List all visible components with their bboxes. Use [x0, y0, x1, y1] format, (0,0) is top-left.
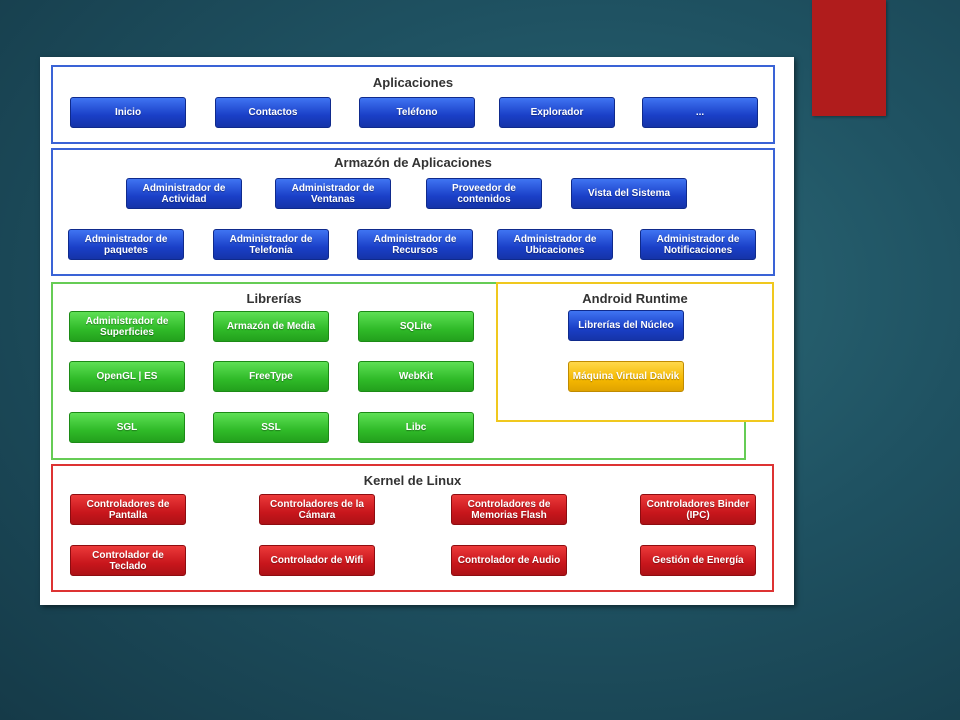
component-controladores-pantalla: Controladores de Pantalla: [70, 494, 186, 525]
component-contactos: Contactos: [215, 97, 331, 128]
component-maquina-virtual-dalvik: Máquina Virtual Dalvik: [568, 361, 684, 392]
component-more: ...: [642, 97, 758, 128]
layer-title-runtime: Android Runtime: [582, 291, 688, 306]
component-administrador-superficies: Administrador de Superficies: [69, 311, 185, 342]
layer-title-kernel: Kernel de Linux: [363, 473, 462, 488]
component-ssl: SSL: [213, 412, 329, 443]
component-inicio: Inicio: [70, 97, 186, 128]
component-opengl-es: OpenGL | ES: [69, 361, 185, 392]
component-librerias-nucleo: Librerías del Núcleo: [568, 310, 684, 341]
component-armazon-media: Armazón de Media: [213, 311, 329, 342]
android-architecture-diagram: Aplicaciones Inicio Contactos Teléfono E…: [40, 57, 794, 605]
component-administrador-paquetes: Administrador de paquetes: [68, 229, 184, 260]
component-administrador-ubicaciones: Administrador de Ubicaciones: [497, 229, 613, 260]
component-proveedor-contenidos: Proveedor de contenidos: [426, 178, 542, 209]
component-administrador-recursos: Administrador de Recursos: [357, 229, 473, 260]
component-webkit: WebKit: [358, 361, 474, 392]
component-libc: Libc: [358, 412, 474, 443]
red-accent-block: [812, 0, 886, 116]
layer-title-framework: Armazón de Aplicaciones: [334, 155, 492, 170]
layer-title-applications: Aplicaciones: [372, 75, 454, 90]
layer-android-runtime: Android Runtime Librerías del Núcleo Máq…: [496, 282, 774, 422]
component-sgl: SGL: [69, 412, 185, 443]
component-controlador-audio: Controlador de Audio: [451, 545, 567, 576]
component-vista-sistema: Vista del Sistema: [571, 178, 687, 209]
component-controladores-memorias-flash: Controladores de Memorias Flash: [451, 494, 567, 525]
component-explorador: Explorador: [499, 97, 615, 128]
component-controladores-binder: Controladores Binder (IPC): [640, 494, 756, 525]
layer-applications: Aplicaciones Inicio Contactos Teléfono E…: [51, 65, 775, 144]
component-administrador-notificaciones: Administrador de Notificaciones: [640, 229, 756, 260]
component-gestion-energia: Gestión de Energía: [640, 545, 756, 576]
component-administrador-actividad: Administrador de Actividad: [126, 178, 242, 209]
component-sqlite: SQLite: [358, 311, 474, 342]
component-administrador-telefonia: Administrador de Telefonía: [213, 229, 329, 260]
component-controladores-camara: Controladores de la Cámara: [259, 494, 375, 525]
layer-application-framework: Armazón de Aplicaciones Administrador de…: [51, 148, 775, 276]
layer-title-libraries: Librerías: [246, 291, 302, 306]
component-telefono: Teléfono: [359, 97, 475, 128]
component-controlador-wifi: Controlador de Wifi: [259, 545, 375, 576]
component-freetype: FreeType: [213, 361, 329, 392]
layer-linux-kernel: Kernel de Linux Controladores de Pantall…: [51, 464, 774, 592]
component-controlador-teclado: Controlador de Teclado: [70, 545, 186, 576]
component-administrador-ventanas: Administrador de Ventanas: [275, 178, 391, 209]
